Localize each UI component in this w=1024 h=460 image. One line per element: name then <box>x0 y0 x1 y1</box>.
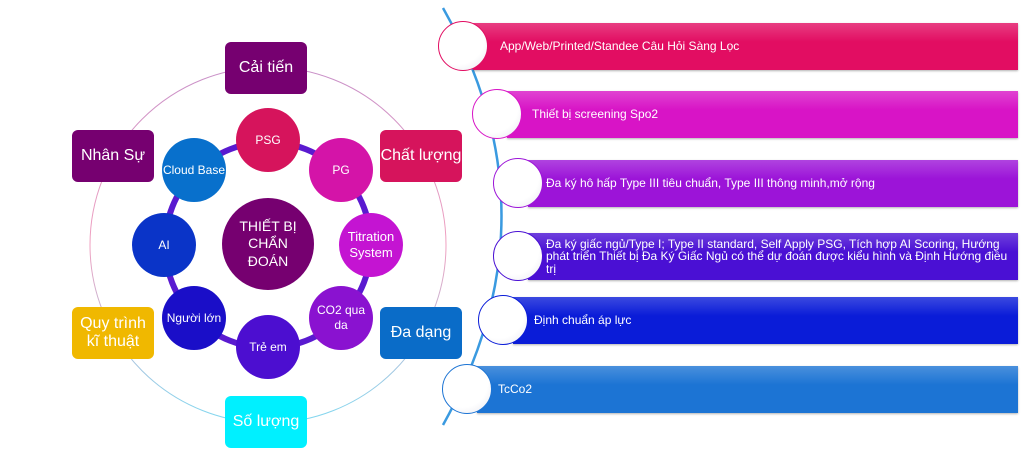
inner-node: Người lớn <box>162 286 226 350</box>
list-item: TcCo2 <box>477 366 1018 413</box>
list-item: Đa ký hô hấp Type III tiêu chuẩn, Type I… <box>528 160 1018 207</box>
outer-box: Cải tiến <box>225 42 307 94</box>
list-item-circle <box>472 89 522 139</box>
list-item-label: Đa ký hô hấp Type III tiêu chuẩn, Type I… <box>546 176 875 191</box>
list-item: Đa ký giấc ngủ/Type I; Type II standard,… <box>528 233 1018 280</box>
list-item-label: Định chuẩn áp lực <box>534 313 632 328</box>
inner-node: PSG <box>236 108 300 172</box>
list-item: Thiết bị screening Spo2 <box>507 91 1018 138</box>
timeline-arc <box>441 7 503 426</box>
inner-node: Cloud Base <box>162 138 226 202</box>
inner-node: PG <box>309 138 373 202</box>
list-item-circle <box>493 158 543 208</box>
list-item-circle <box>442 364 492 414</box>
list-item-circle <box>438 21 488 71</box>
list-item-label: Thiết bị screening Spo2 <box>532 107 659 122</box>
center-node: THIẾT BỊ CHẨN ĐOÁN <box>222 198 314 290</box>
inner-node: CO2 qua da <box>309 286 373 350</box>
list-item: App/Web/Printed/Standee Câu Hỏi Sàng Lọc <box>473 23 1018 70</box>
list-item-circle <box>478 295 528 345</box>
outer-box: Nhân Sự <box>72 130 154 182</box>
outer-box: Đa dạng <box>380 307 462 359</box>
inner-node: AI <box>132 213 196 277</box>
list-item-circle <box>493 231 543 281</box>
inner-node: Trẻ em <box>236 315 300 379</box>
list-item-label: TcCo2 <box>498 382 533 397</box>
outer-box: Chất lượng <box>380 130 462 182</box>
list-item-label: Đa ký giấc ngủ/Type I; Type II standard,… <box>546 236 1008 276</box>
outer-box: Số lượng <box>225 396 307 448</box>
list-item: Định chuẩn áp lực <box>513 297 1018 344</box>
outer-box: Quy trình kĩ thuật <box>72 307 154 359</box>
inner-node: Titration System <box>339 213 403 277</box>
list-item-label: App/Web/Printed/Standee Câu Hỏi Sàng Lọc <box>500 39 740 54</box>
